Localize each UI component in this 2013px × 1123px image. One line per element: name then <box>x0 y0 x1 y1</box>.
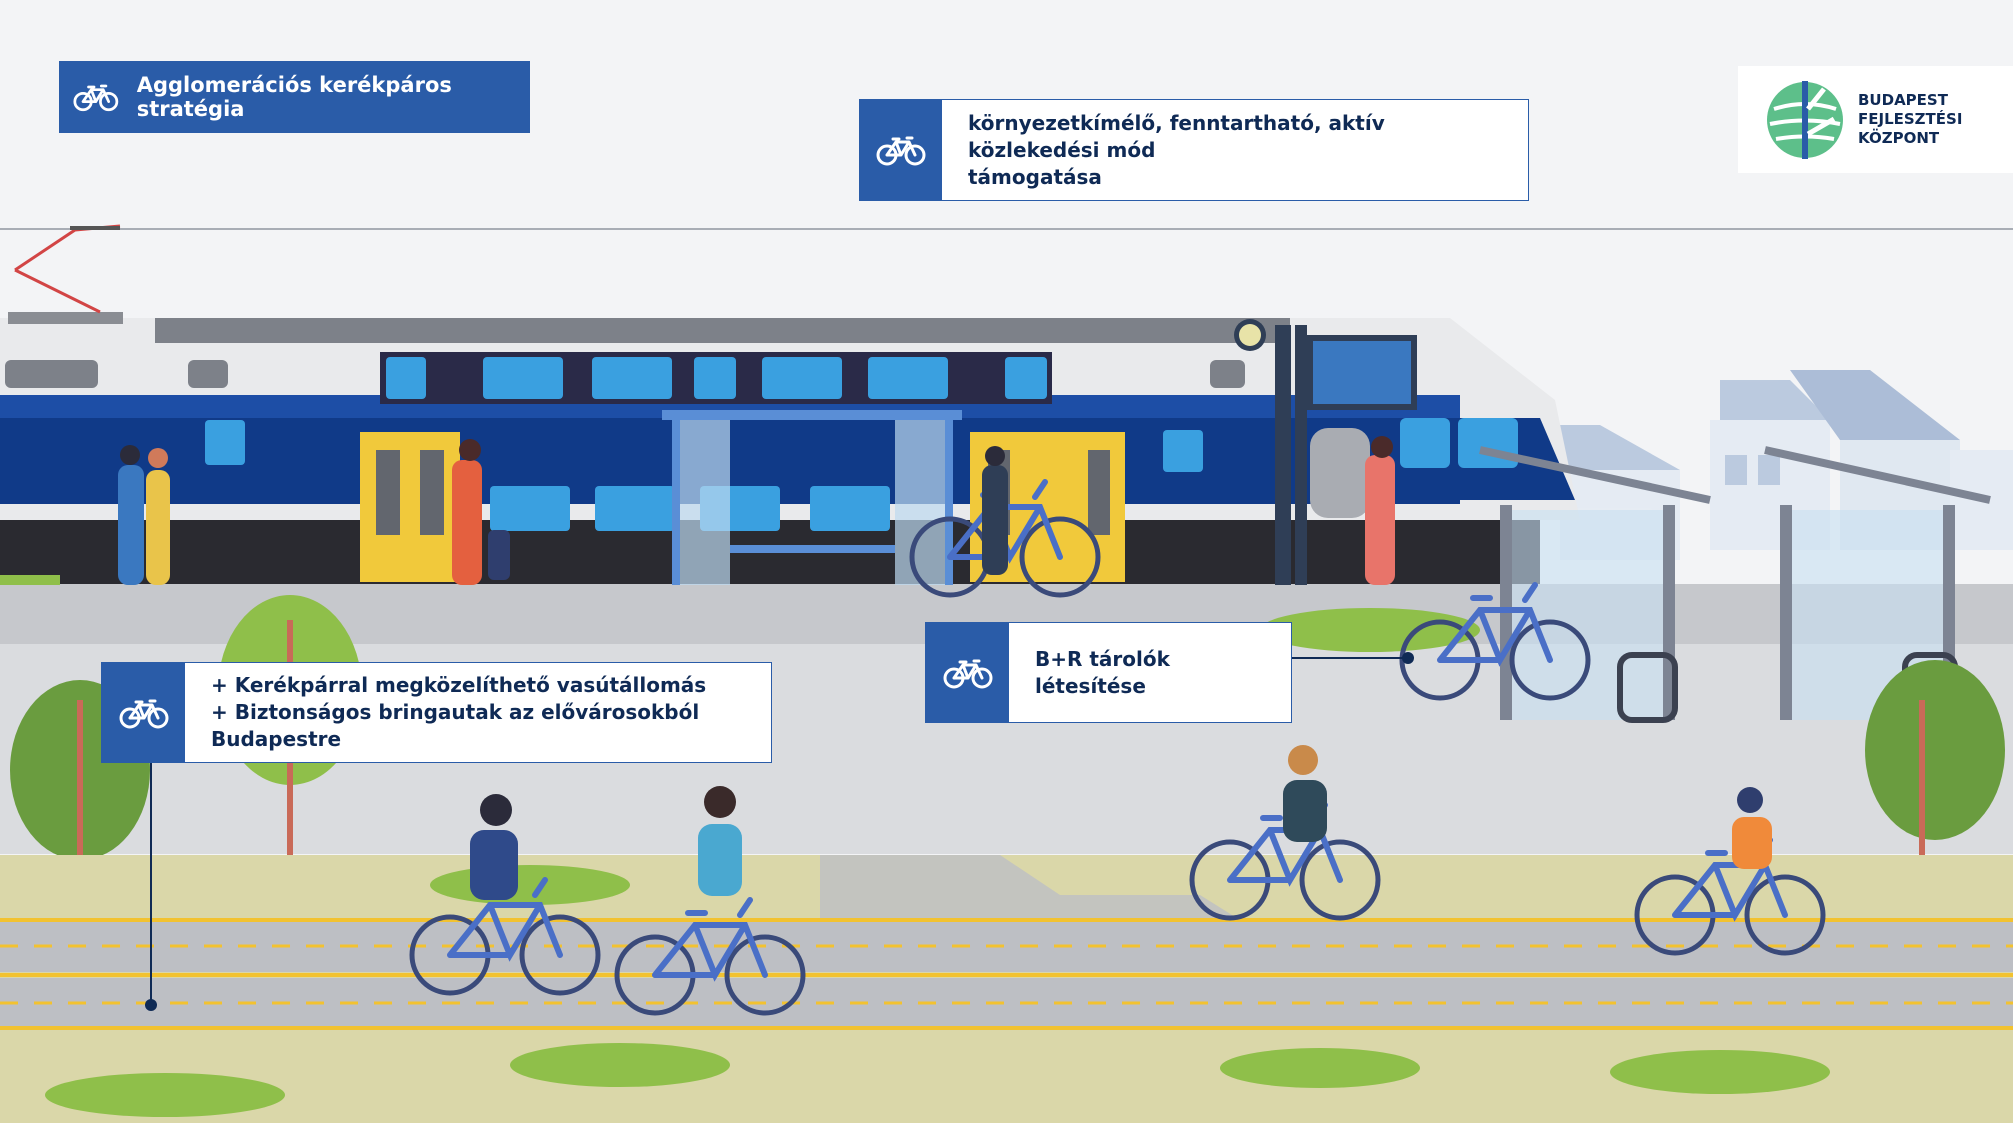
timetable-display <box>1234 319 1417 585</box>
callout-text: környezetkímélő, fenntartható, aktív köz… <box>968 110 1385 189</box>
bicycle-icon <box>876 136 926 166</box>
strategy-title: Agglomerációs kerékpáros stratégia <box>136 73 452 121</box>
bicycle-icon <box>119 699 168 728</box>
strategy-title-bar: Agglomerációs kerékpáros stratégia <box>59 61 530 133</box>
bus-shelter <box>662 410 962 585</box>
callout-sustainable-mobility: környezetkímélő, fenntartható, aktív köz… <box>859 99 1529 201</box>
callout-text: + Kerékpárral megközelíthető vasútállomá… <box>211 673 707 751</box>
people <box>118 436 1772 900</box>
callout-text: B+R tárolók létesítése <box>1035 646 1170 698</box>
callout-bike-and-ride-storage: B+R tárolók létesítése <box>925 622 1292 723</box>
bicycle-icon <box>73 84 119 112</box>
logo-text: BUDAPEST FEJLESZTÉSI KÖZPONT <box>1858 91 1963 147</box>
bfk-globe-logo <box>1767 80 1843 159</box>
callout-bike-accessible-station: + Kerékpárral megközelíthető vasútállomá… <box>101 662 772 763</box>
bicycle-icon <box>943 659 992 688</box>
bfk-logo: BUDAPEST FEJLESZTÉSI KÖZPONT <box>1738 66 2013 173</box>
